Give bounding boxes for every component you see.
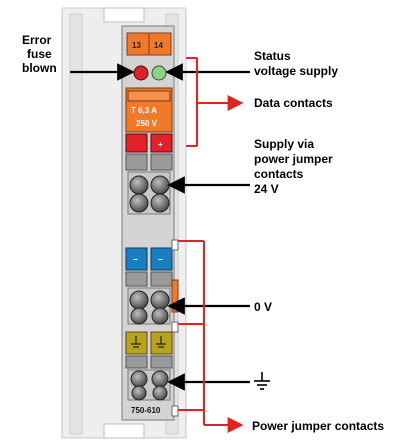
blue-minus-left: − [133, 255, 138, 264]
supply-label-line-2: power jumper [254, 152, 333, 166]
status-label-line-1: Status [254, 49, 291, 63]
status-led [151, 65, 167, 81]
orange-side-marker [171, 279, 179, 313]
blue-minus-right: − [158, 255, 163, 264]
error-label-line-2: fuse [27, 47, 52, 61]
power-jumper-tabs [171, 239, 179, 417]
terminal-number-14: 14 [154, 41, 163, 50]
supply-label-line-4: 24 V [254, 182, 279, 196]
screw-group-24v [127, 171, 171, 215]
status-label-line-2: voltage supply [254, 64, 338, 78]
screw-group-ground [127, 369, 171, 401]
blue-contact-left [125, 247, 148, 271]
power-jumper-label: Power jumper contacts [252, 419, 384, 433]
supply-plus-symbol: + [158, 140, 163, 149]
screw-group-0v [127, 287, 171, 325]
data-contacts-label: Data contacts [254, 96, 333, 110]
supply-contact-plus [150, 133, 173, 153]
power-jumper-bracket [178, 240, 244, 433]
error-label-line-1: Error [22, 33, 52, 47]
blue-contact-right [150, 247, 173, 271]
supply-label-line-1: Supply via [254, 137, 314, 151]
zero-v-label: 0 V [254, 300, 272, 314]
ground-icon [254, 372, 270, 390]
terminal-plates [126, 32, 172, 56]
terminal-number-13: 13 [132, 41, 141, 50]
error-led [133, 65, 149, 81]
data-contacts-bracket [186, 57, 244, 147]
supply-contact-minus [125, 133, 148, 153]
supply-label-line-3: contacts [254, 167, 304, 181]
error-label-line-3: blown [22, 61, 57, 75]
model-number: 750-610 [131, 406, 161, 415]
fuse-rating: T 6,3 A [131, 106, 157, 115]
fuse-voltage: 250 V [136, 119, 158, 128]
ground-symbols-on-contacts [131, 336, 166, 348]
